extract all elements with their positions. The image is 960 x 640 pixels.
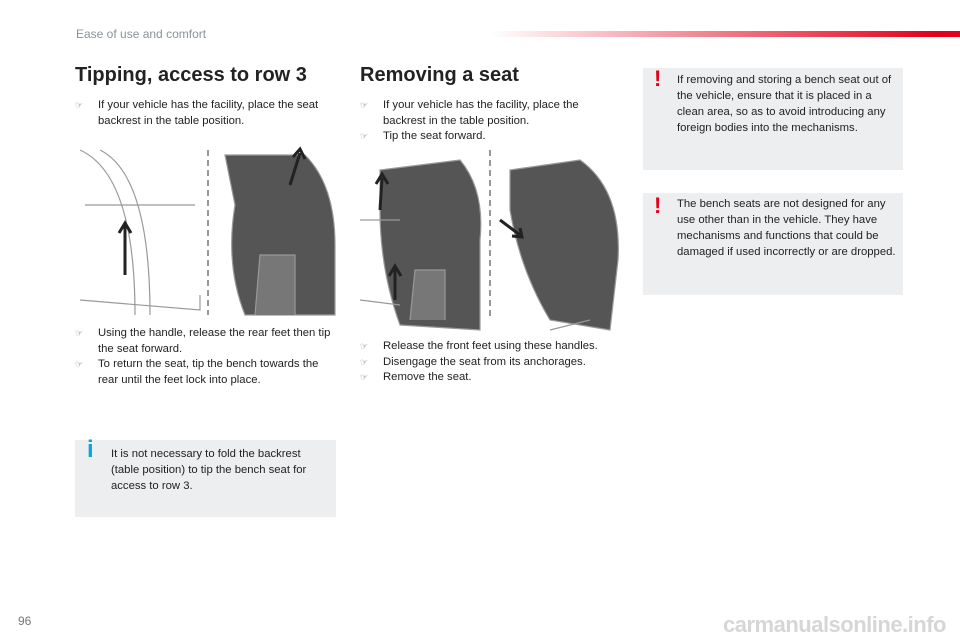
list-item: ☞ Disengage the seat from its anchorages. xyxy=(360,355,630,371)
heading-tipping: Tipping, access to row 3 xyxy=(75,64,307,86)
removing-steps-1: ☞ If your vehicle has the facility, place… xyxy=(360,98,622,145)
page-number: 96 xyxy=(18,614,32,628)
list-item: ☞ To return the seat, tip the bench towar… xyxy=(75,357,337,388)
warning-box-usage: ! The bench seats are not designed for a… xyxy=(643,193,903,295)
hand-bullet-icon: ☞ xyxy=(75,359,84,369)
step-text: If your vehicle has the facility, place … xyxy=(98,99,319,127)
header-gradient-bar xyxy=(490,31,960,37)
step-text: Using the handle, release the rear feet … xyxy=(98,327,331,355)
warning-text: If removing and storing a bench seat out… xyxy=(677,74,892,134)
step-text: Tip the seat forward. xyxy=(383,130,486,142)
hand-bullet-icon: ☞ xyxy=(360,372,369,382)
tipping-steps-1: ☞ If your vehicle has the facility, place… xyxy=(75,98,337,129)
list-item: ☞ Tip the seat forward. xyxy=(360,129,622,145)
hand-bullet-icon: ☞ xyxy=(360,100,369,110)
hand-bullet-icon: ☞ xyxy=(75,328,84,338)
list-item: ☞ Remove the seat. xyxy=(360,370,630,386)
tipping-steps-2: ☞ Using the handle, release the rear feet… xyxy=(75,326,337,388)
list-item: ☞ Using the handle, release the rear feet… xyxy=(75,326,337,357)
heading-removing: Removing a seat xyxy=(360,64,519,86)
list-item: ☞ If your vehicle has the facility, place… xyxy=(360,98,622,129)
step-text: If your vehicle has the facility, place … xyxy=(383,99,579,127)
removing-steps-2: ☞ Release the front feet using these hand… xyxy=(360,339,630,386)
hand-bullet-icon: ☞ xyxy=(360,341,369,351)
warning-icon: ! xyxy=(654,66,662,91)
info-text: It is not necessary to fold the backrest… xyxy=(111,448,307,492)
step-text: Release the front feet using these handl… xyxy=(383,340,598,352)
warning-icon: ! xyxy=(654,193,662,218)
list-item: ☞ If your vehicle has the facility, place… xyxy=(75,98,337,129)
info-icon: i xyxy=(87,436,94,463)
tipping-illustration xyxy=(79,146,336,316)
warning-text: The bench seats are not designed for any… xyxy=(677,198,896,258)
step-text: To return the seat, tip the bench toward… xyxy=(98,358,319,386)
hand-bullet-icon: ☞ xyxy=(360,356,369,367)
section-title: Ease of use and comfort xyxy=(76,27,207,41)
hand-bullet-icon: ☞ xyxy=(75,100,84,110)
list-item: ☞ Release the front feet using these hand… xyxy=(360,339,630,355)
step-text: Remove the seat. xyxy=(383,371,472,383)
info-box: i It is not necessary to fold the backre… xyxy=(75,436,336,517)
removing-illustration xyxy=(360,150,619,331)
hand-bullet-icon: ☞ xyxy=(360,131,369,141)
watermark: carmanualsonline.info xyxy=(723,612,947,637)
step-text: Disengage the seat from its anchorages. xyxy=(383,355,586,368)
warning-box-storage: ! If removing and storing a bench seat o… xyxy=(643,68,903,170)
